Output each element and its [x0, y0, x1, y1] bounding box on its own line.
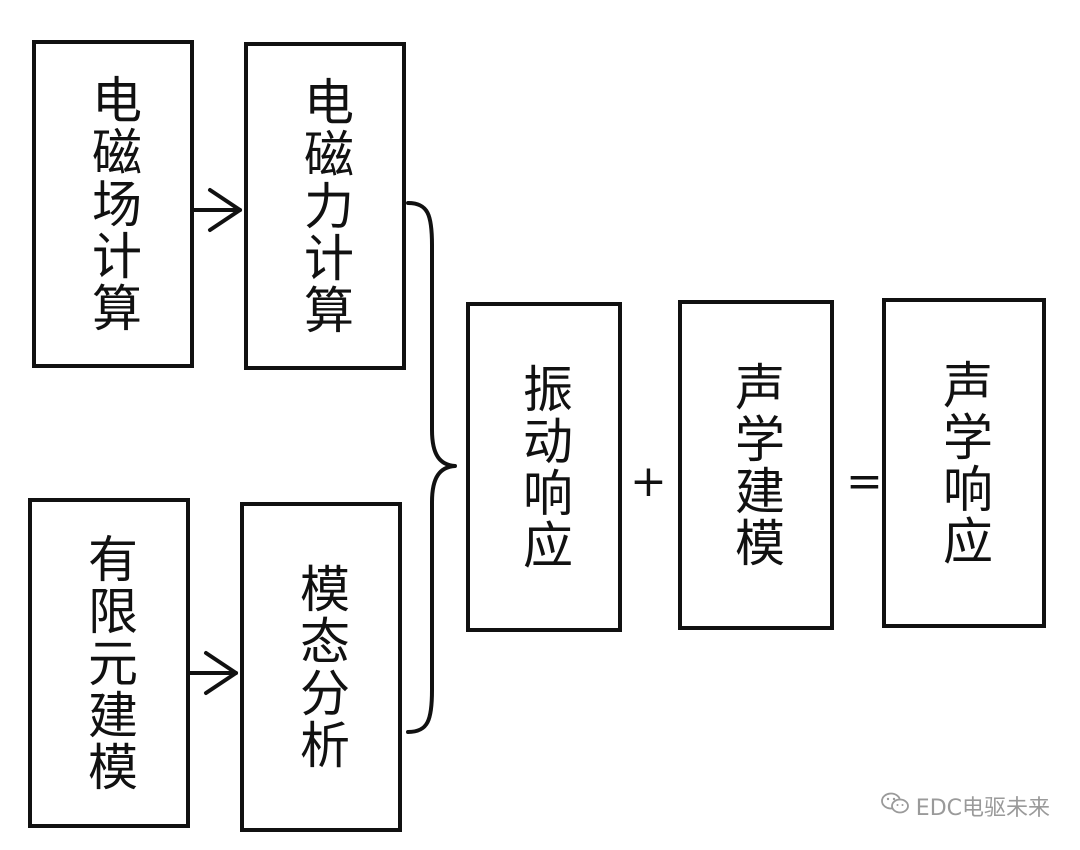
box-acoustic-response: 声学响应	[882, 298, 1046, 628]
box-label: 声学响应	[935, 359, 993, 567]
box-modal-analysis: 模态分析	[240, 502, 402, 832]
box-em-field-calc: 电磁场计算	[32, 40, 194, 368]
watermark: EDC电驱未来	[880, 790, 1050, 822]
box-label: 电磁场计算	[84, 74, 142, 334]
merge-brace	[406, 201, 457, 734]
arrow-bottom	[188, 651, 238, 695]
box-em-force-calc: 电磁力计算	[244, 42, 406, 370]
arrow-top	[192, 188, 242, 232]
box-label: 声学建模	[727, 361, 785, 569]
box-label: 有限元建模	[80, 533, 138, 793]
wechat-icon	[880, 791, 910, 821]
box-label: 模态分析	[292, 563, 350, 771]
box-vibration-response: 振动响应	[466, 302, 622, 632]
box-fem-modeling: 有限元建模	[28, 498, 190, 828]
watermark-text: EDC电驱未来	[915, 796, 1050, 821]
box-acoustic-modeling: 声学建模	[678, 300, 834, 630]
plus-operator: +	[630, 456, 667, 507]
equals-operator: =	[846, 456, 883, 507]
box-label: 电磁力计算	[296, 76, 354, 336]
box-label: 振动响应	[515, 363, 573, 571]
